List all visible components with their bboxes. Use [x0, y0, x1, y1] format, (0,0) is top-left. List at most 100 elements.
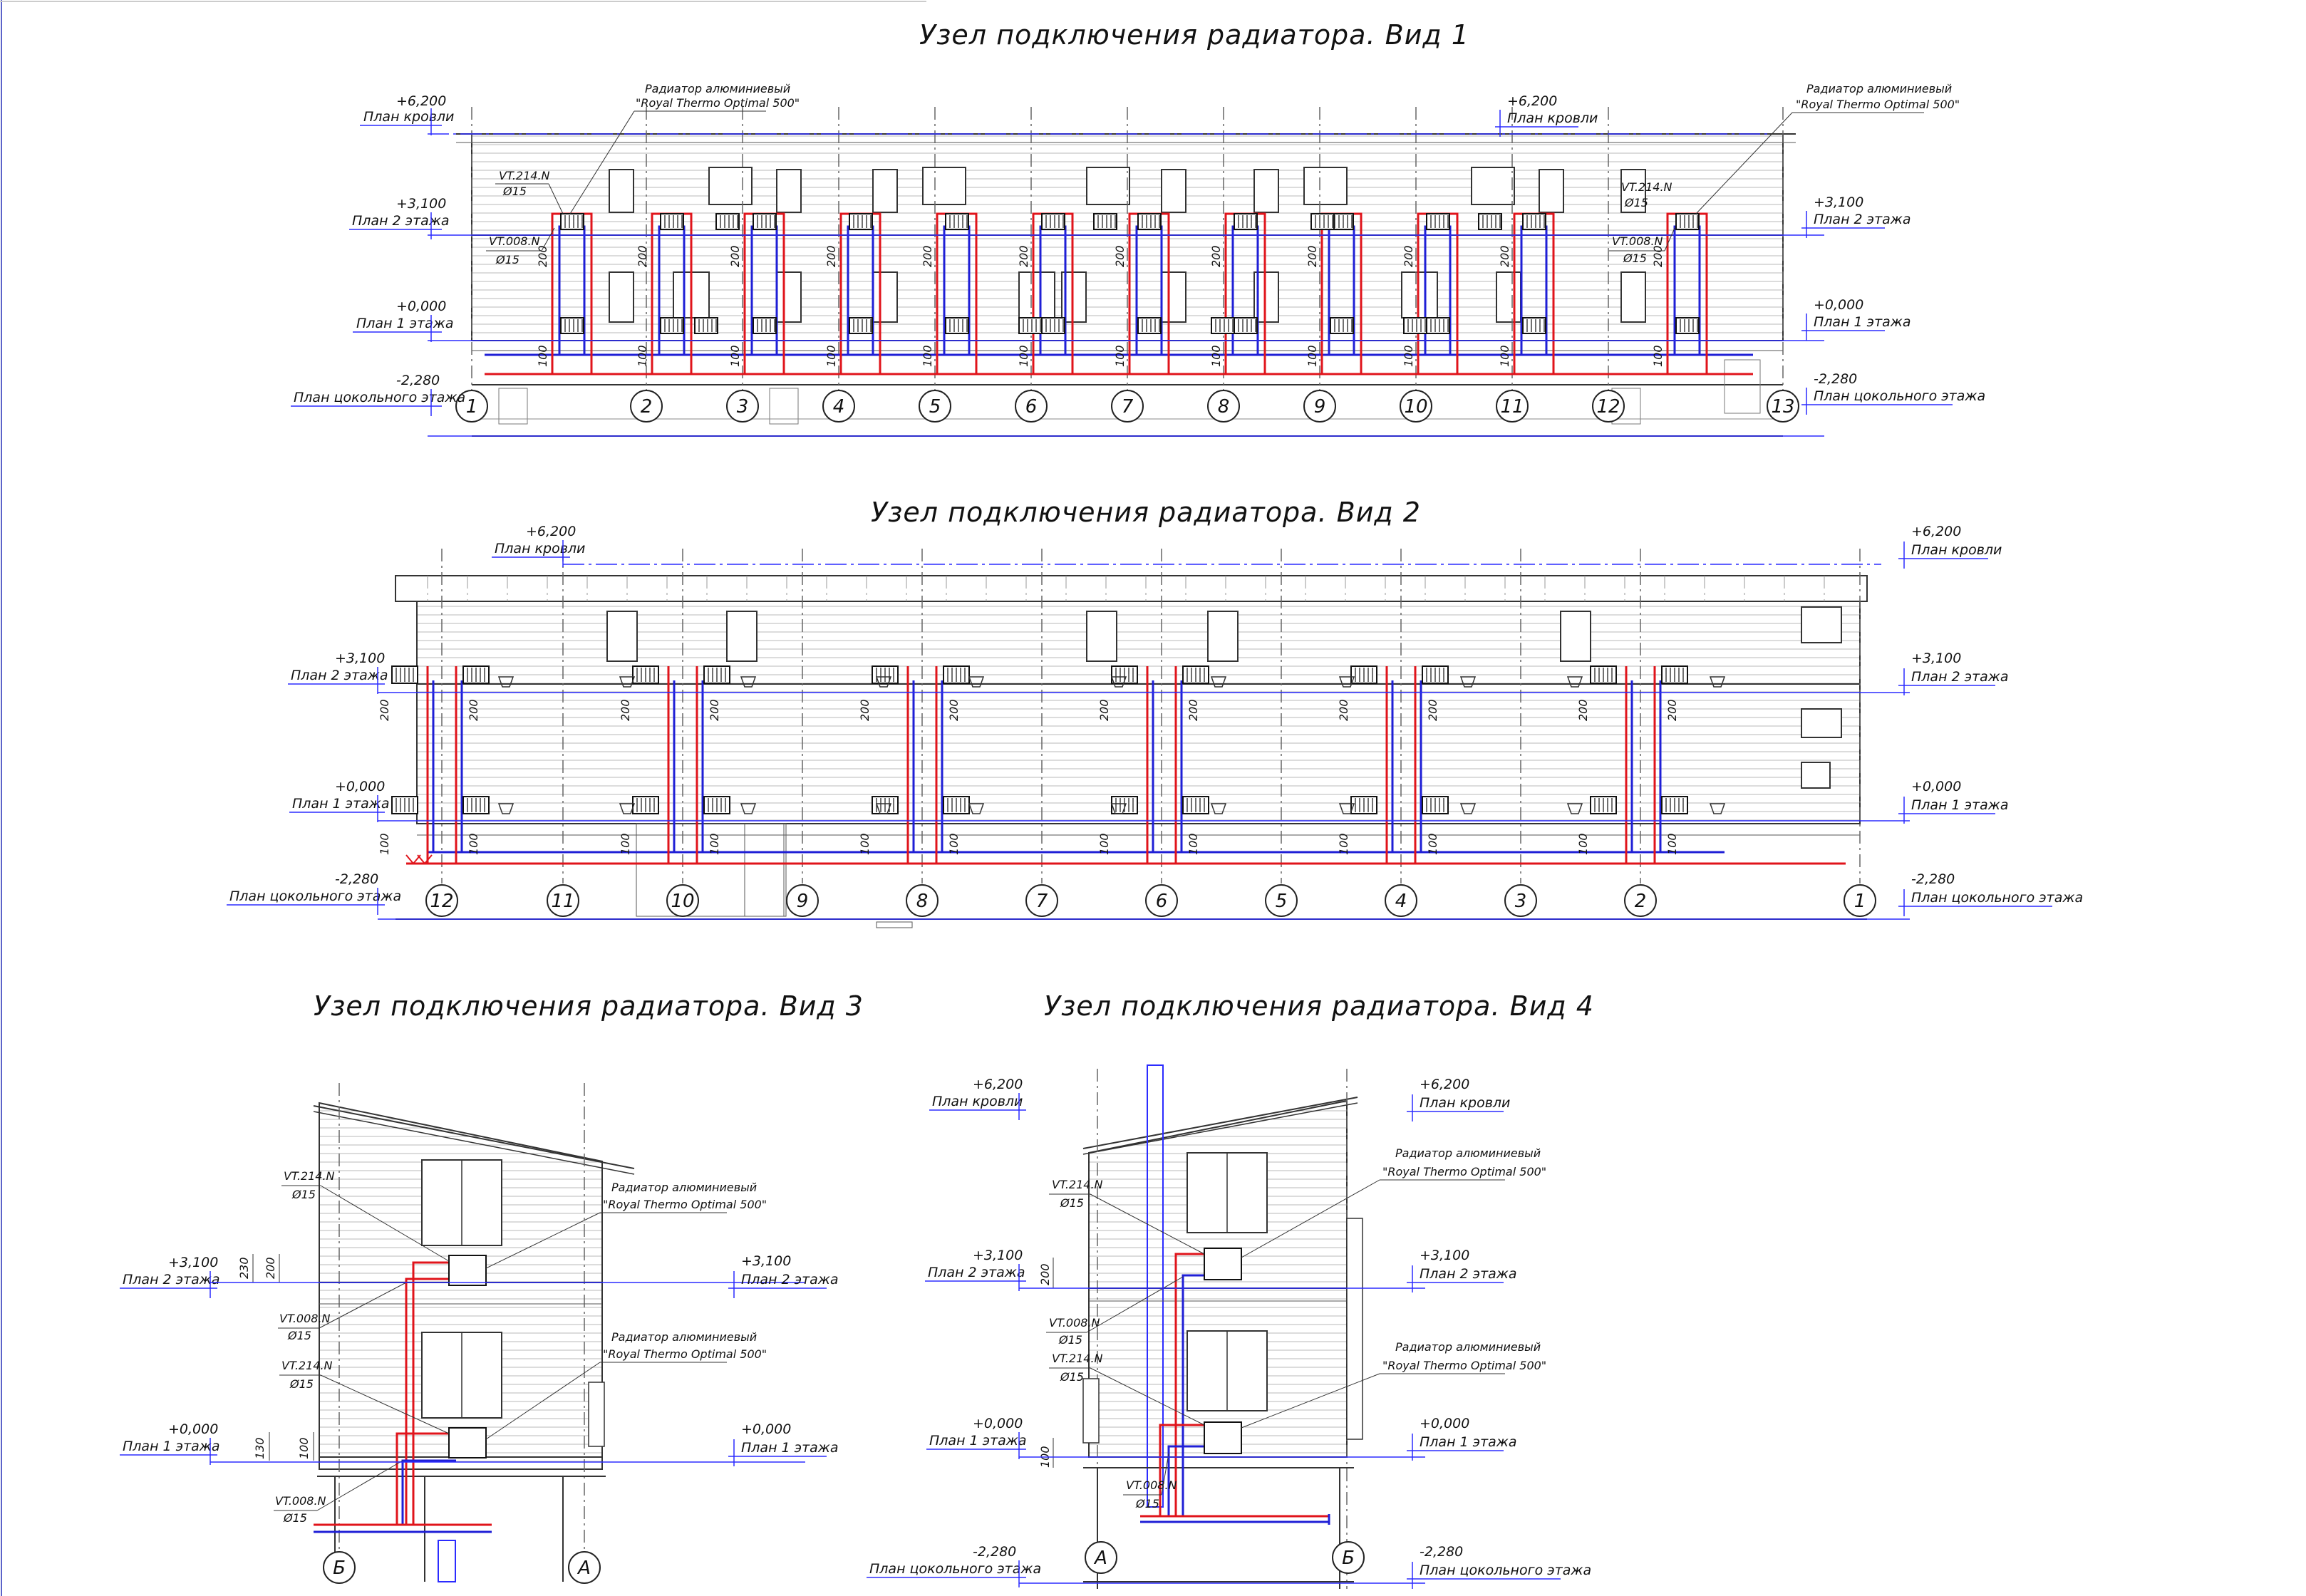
svg-text:+0,000: +0,000	[1911, 779, 1961, 794]
svg-text:-2,280: -2,280	[335, 871, 378, 887]
svg-text:-2,280: -2,280	[1911, 871, 1955, 887]
view1-level-floor2-right: +3,100 План 2 этажа	[1801, 195, 1911, 238]
svg-text:Ø15: Ø15	[289, 1377, 314, 1391]
svg-text:VT.214.N: VT.214.N	[1052, 1352, 1103, 1365]
dimension-label: 100	[1665, 833, 1679, 855]
dimension-label: 200	[947, 699, 961, 721]
view2-level-floor2-left: +3,100 План 2 этажа	[288, 651, 1910, 694]
radiator	[1522, 213, 1546, 230]
view2-axis-12: 1	[1844, 884, 1876, 917]
dimension-label: 200	[1576, 699, 1590, 721]
view2-axis-11: 2	[1624, 884, 1657, 917]
radiator	[1041, 317, 1065, 334]
view3-dimensions: 230 200 130 100	[237, 1254, 314, 1461]
view1-level-floor2-left: +3,100 План 2 этажа	[349, 196, 1824, 239]
view2-windows	[606, 606, 1842, 789]
svg-text:VT.008.N: VT.008.N	[1126, 1478, 1177, 1492]
view2-axis-label: 1	[1854, 891, 1866, 912]
dimension-label: 100	[1576, 833, 1590, 855]
radiator	[1137, 213, 1162, 230]
dimension-label: 100	[728, 345, 742, 367]
svg-text:План 2 этажа: План 2 этажа	[1911, 669, 2009, 685]
view1-axis-13: 13	[1767, 390, 1799, 423]
view2-axis-label: 5	[1276, 891, 1288, 912]
view2-axis-7: 6	[1145, 884, 1178, 917]
svg-text:План кровли: План кровли	[932, 1094, 1023, 1109]
view4-pipes	[1140, 1248, 1330, 1525]
svg-text:+3,100: +3,100	[741, 1253, 791, 1269]
svg-text:Радиатор алюминиевый: Радиатор алюминиевый	[1395, 1146, 1541, 1160]
dimension-label: 100	[921, 345, 934, 367]
view2-title: Узел подключения радиатора. Вид 2	[871, 497, 1421, 528]
svg-text:+3,100: +3,100	[1814, 195, 1863, 210]
view2-axis-label: 6	[1156, 891, 1168, 912]
radiator	[1234, 317, 1258, 334]
view3-title: Узел подключения радиатора. Вид 3	[314, 990, 864, 1022]
view2-level-roof-left: +6,200 План кровли	[492, 524, 1881, 567]
dimension-label: 200	[728, 245, 742, 267]
view2-level-roof-right: +6,200 План кровли	[1898, 524, 2002, 569]
svg-text:-2,280: -2,280	[396, 373, 440, 388]
svg-text:100: 100	[297, 1437, 311, 1459]
dimension-label: 100	[1017, 345, 1030, 367]
svg-text:Ø15: Ø15	[291, 1188, 316, 1201]
svg-text:-2,280: -2,280	[973, 1544, 1016, 1560]
svg-text:План 1 этажа: План 1 этажа	[292, 796, 390, 812]
dimension-label: 200	[858, 699, 872, 721]
svg-text:"Royal Thermo Optimal 500": "Royal Thermo Optimal 500"	[1382, 1165, 1546, 1178]
view2-axis-label: 2	[1635, 891, 1647, 912]
radiator	[849, 213, 873, 230]
svg-text:+0,000: +0,000	[168, 1421, 218, 1437]
radiator	[1426, 213, 1450, 230]
view3-levels: +3,100 План 2 этажа +3,100 План 2 этажа …	[120, 1253, 839, 1466]
view3-callouts: VT.214.N Ø15 Радиатор алюминиевый "Royal…	[274, 1169, 767, 1525]
radiator	[715, 213, 740, 230]
svg-text:+3,100: +3,100	[168, 1255, 218, 1270]
svg-text:+3,100: +3,100	[396, 196, 446, 212]
dimension-label: 100	[378, 833, 391, 855]
svg-text:План цокольного этажа: План цокольного этажа	[229, 888, 401, 904]
dimension-label: 200	[1305, 245, 1319, 267]
view4-dimensions: 200 100	[1038, 1258, 1054, 1468]
svg-text:+6,200: +6,200	[1420, 1077, 1469, 1092]
view1-axis-12: 12	[1592, 390, 1625, 423]
view1-axis-label: 2	[641, 396, 653, 418]
svg-text:VT.008.N: VT.008.N	[279, 1312, 331, 1325]
svg-text:План 2 этажа: План 2 этажа	[291, 668, 388, 683]
svg-text:Ø15: Ø15	[287, 1329, 311, 1342]
svg-text:+6,200: +6,200	[396, 93, 446, 109]
dimension-label: 100	[1651, 345, 1665, 367]
view1-axis-label: 13	[1771, 396, 1794, 418]
view2-axis-label: 3	[1515, 891, 1527, 912]
view1-axis-2: 2	[630, 390, 663, 423]
radiator	[1211, 317, 1235, 334]
radiator	[1675, 213, 1700, 230]
dimension-label: 200	[1498, 245, 1511, 267]
view1-level-roof-right: +6,200 План кровли	[1495, 93, 1598, 137]
svg-text:Радиатор алюминиевый: Радиатор алюминиевый	[1395, 1340, 1541, 1354]
dimension-label: 200	[1426, 699, 1439, 721]
view2-axis-label: 10	[671, 891, 694, 912]
svg-text:VT.008.N: VT.008.N	[275, 1494, 326, 1508]
svg-text:+6,200: +6,200	[1507, 93, 1557, 109]
view1-axis-label: 7	[1122, 396, 1134, 418]
svg-text:200: 200	[264, 1257, 277, 1279]
view1-axis-label: 1	[466, 396, 478, 418]
svg-text:Радиатор алюминиевый: Радиатор алюминиевый	[1806, 82, 1952, 95]
svg-text:План 2 этажа: План 2 этажа	[1814, 212, 1911, 227]
view2-axis-label: 11	[551, 891, 574, 912]
view4-axis-label: А	[1093, 1548, 1107, 1569]
svg-text:План 2 этажа: План 2 этажа	[928, 1265, 1025, 1280]
radiator	[1310, 213, 1335, 230]
svg-text:План кровли: План кровли	[495, 541, 585, 556]
svg-text:План 2 этажа: План 2 этажа	[1420, 1266, 1517, 1282]
view2-axis-10: 3	[1504, 884, 1537, 917]
svg-text:Ø15: Ø15	[502, 185, 527, 198]
view1-title: Узел подключения радиатора. Вид 1	[919, 19, 1469, 51]
svg-text:План 1 этажа: План 1 этажа	[929, 1433, 1027, 1449]
view1-axis-7: 7	[1111, 390, 1144, 423]
view4-callouts: Радиатор алюминиевый "Royal Thermo Optim…	[1046, 1146, 1546, 1510]
